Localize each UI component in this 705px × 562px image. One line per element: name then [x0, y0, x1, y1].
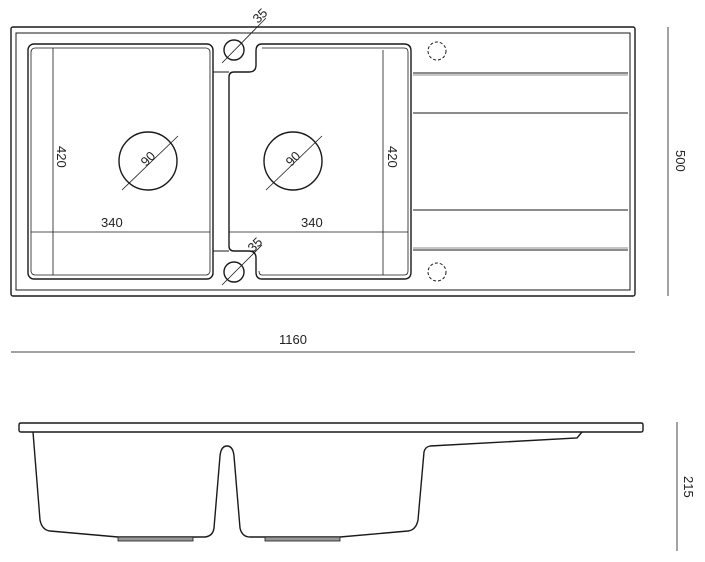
optional-hole-top — [427, 41, 447, 61]
overall-length-label: 1160 — [279, 332, 307, 347]
drain-plate-right — [264, 536, 341, 542]
optional-hole-bottom — [427, 262, 447, 282]
left-bowl-length-label: 420 — [54, 146, 69, 168]
left-bowl-outline — [27, 43, 214, 280]
drain-plate-left — [117, 536, 194, 542]
left-drain-label: 90 — [138, 148, 159, 169]
drainer-grooves — [413, 72, 628, 251]
right-bowl-length-label: 420 — [385, 146, 400, 168]
top-view — [10, 17, 669, 353]
left-drain-circle — [118, 131, 178, 191]
bowl-profile — [32, 431, 583, 538]
left-drain-dim-line — [121, 135, 179, 191]
right-bowl-width-label: 340 — [301, 215, 323, 230]
sink-inner-rim — [15, 32, 631, 291]
worktop-slab — [18, 422, 644, 433]
right-bowl-inner — [258, 47, 409, 276]
depth-label: 215 — [681, 476, 696, 498]
right-bowl-outline — [228, 43, 412, 280]
tap-hole-top — [223, 39, 245, 61]
overall-width-label: 500 — [673, 150, 688, 172]
tap-hole-top-dim-line — [221, 17, 267, 64]
tap-hole-top-label: 35 — [250, 5, 271, 26]
sink-outer-outline — [10, 26, 636, 297]
right-drain-circle — [263, 131, 323, 191]
tap-hole-bottom-label: 35 — [245, 234, 266, 255]
right-drain-dim-line — [265, 135, 323, 191]
tap-hole-bottom — [223, 261, 245, 283]
right-drain-label: 90 — [283, 148, 304, 169]
side-view — [18, 422, 678, 551]
left-bowl-width-label: 340 — [101, 215, 123, 230]
left-bowl-inner — [30, 47, 211, 276]
tap-hole-bottom-dim-line — [221, 244, 263, 286]
